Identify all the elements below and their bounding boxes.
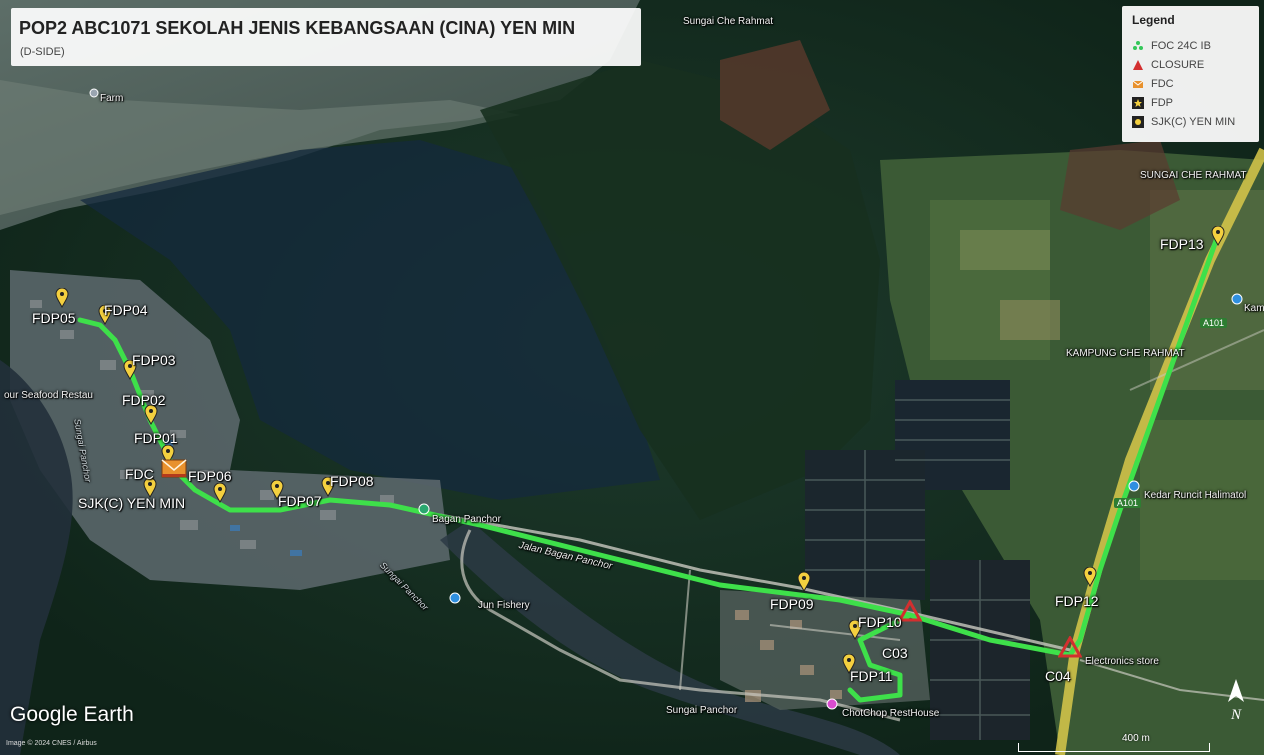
imagery-credit: Image © 2024 CNES / Airbus [6,740,97,747]
label-sungai-panchor-bottom: Sungai Panchor [666,705,738,716]
envelope-icon [1132,80,1144,89]
fdp-pin-icon[interactable] [321,477,335,497]
label-electronics: Electronics store [1085,656,1159,667]
fdp-pin-icon[interactable] [98,305,112,325]
label-fdp01: FDP01 [134,430,178,446]
label-fdp04: FDP04 [104,302,148,318]
cable-icon [1133,41,1143,51]
triangle-icon [1133,60,1143,71]
map-title: POP2 ABC1071 SEKOLAH JENIS KEBANGSAAN (C… [19,18,576,38]
fdp-pin-icon[interactable] [143,478,157,498]
fdp-pin-icon[interactable] [270,480,284,500]
north-arrow-icon[interactable]: N [1224,678,1248,723]
legend-panel: Legend FOC 24C IB CLOSURE FDC FDP SJK(C)… [1122,6,1259,142]
legend-heading: Legend [1132,13,1175,27]
poi-resthouse-icon[interactable] [826,698,838,710]
poi-kam-icon[interactable] [1231,293,1243,305]
star-square-icon [1132,97,1144,110]
poi-kedar-icon[interactable] [1128,480,1140,492]
label-fdp06: FDP06 [188,468,232,484]
scale-bar [1018,743,1210,752]
legend-item-closure: CLOSURE [1132,59,1204,75]
label-fdp02: FDP02 [122,392,166,408]
label-farm: Farm [100,93,124,104]
fdp-pin-icon[interactable] [161,445,175,465]
label-c03: C03 [882,645,908,661]
legend-item-fdc: FDC [1132,78,1174,94]
label-fdp13: FDP13 [1160,236,1204,252]
label-kedar: Kedar Runcit Halimatol [1144,490,1247,501]
fdp-pin-icon[interactable] [1211,226,1225,246]
label-fdp07: FDP07 [278,493,322,509]
fdp-pin-icon[interactable] [848,620,862,640]
scale-label: 400 m [1122,733,1150,744]
map-subtitle: (D-SIDE) [20,46,65,58]
poi-farm-icon[interactable] [89,88,99,98]
fdp-pin-icon[interactable] [55,288,69,308]
fdp-pin-icon[interactable] [123,360,137,380]
fdp-pin-icon[interactable] [842,654,856,674]
google-earth-logo: Google Earth [10,703,134,726]
title-panel: POP2 ABC1071 SEKOLAH JENIS KEBANGSAAN (C… [11,8,641,66]
fdp-pin-icon[interactable] [1083,567,1097,587]
label-kam: Kam [1244,303,1264,314]
fdp-pin-icon[interactable] [144,405,158,425]
label-sungai-che-rahmat-right: SUNGAI CHE RAHMAT [1140,170,1247,181]
label-c04: C04 [1045,668,1071,684]
poi-fishery-icon[interactable] [449,592,461,604]
label-kampung: KAMPUNG CHE RAHMAT [1066,348,1185,359]
label-seafood: our Seafood Restau [4,390,93,401]
dot-square-icon [1132,116,1144,129]
closure-triangle-icon[interactable] [1058,636,1082,658]
fdc-envelope-icon[interactable] [161,457,187,479]
label-fdp12: FDP12 [1055,593,1099,609]
label-fdp03: FDP03 [132,352,176,368]
closure-triangle-icon[interactable] [898,600,922,622]
label-fdp05: FDP05 [32,310,76,326]
label-fdp10: FDP10 [858,614,902,630]
label-fdc: FDC [125,466,154,482]
legend-item-school: SJK(C) YEN MIN [1132,116,1235,132]
label-sjk: SJK(C) YEN MIN [78,495,186,511]
label-bagan-panchor: Bagan Panchor [432,514,501,525]
label-sungai-che-rahmat-top: Sungai Che Rahmat [683,16,774,27]
legend-item-fdp: FDP [1132,97,1173,113]
fiber-cable-route [77,232,1221,703]
fdp-pin-icon[interactable] [797,572,811,592]
poi-bagan-icon[interactable] [418,503,430,515]
label-jun-fishery: Jun Fishery [478,600,530,611]
label-chotchop: ChotChop RestHouse [842,708,940,719]
fdp-pin-icon[interactable] [213,483,227,503]
label-fdp11: FDP11 [850,668,893,684]
north-label: N [1230,707,1241,723]
legend-item-foc: FOC 24C IB [1132,40,1211,56]
label-fdp09: FDP09 [770,596,814,612]
label-fdp08: FDP08 [330,473,374,489]
road-shield-a101-top: A101 [1200,318,1228,328]
road-shield-a101-bottom: A101 [1114,498,1142,508]
